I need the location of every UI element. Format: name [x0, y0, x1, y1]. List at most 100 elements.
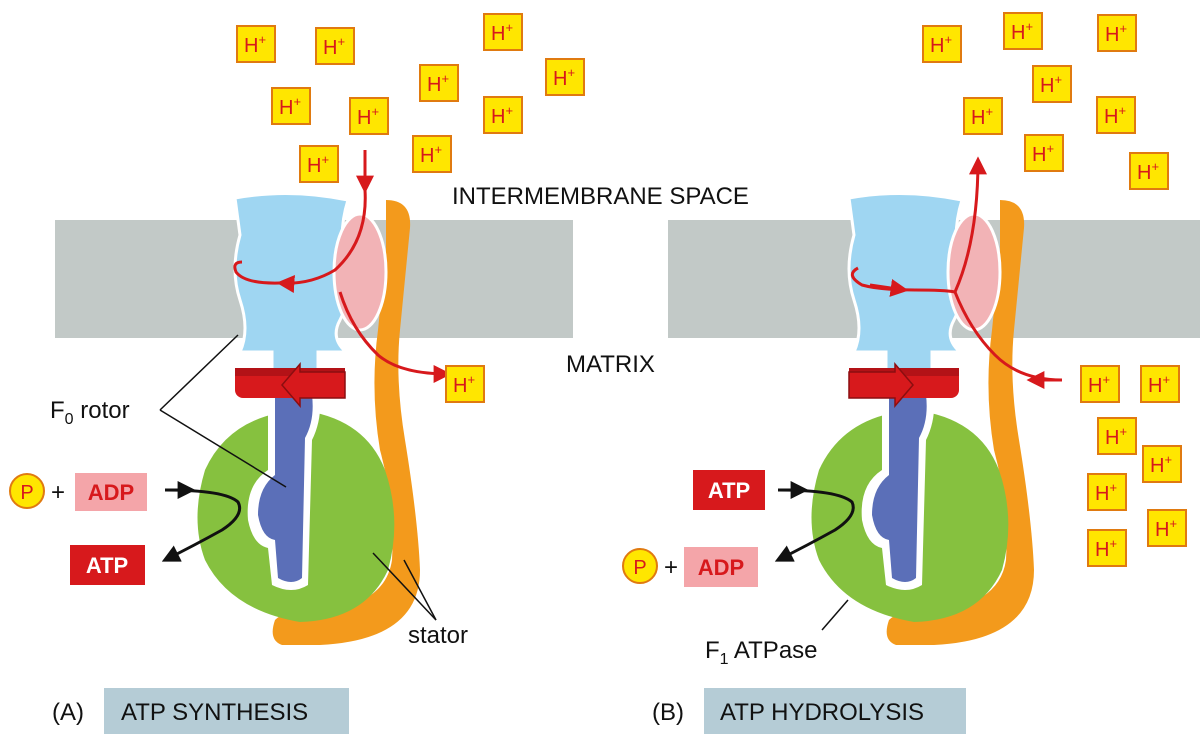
intermembrane-space-label: INTERMEMBRANE SPACE [452, 183, 749, 210]
proton-charge: + [371, 104, 379, 119]
proton-box-frame [963, 97, 1003, 135]
proton-symbol: H [279, 97, 293, 119]
proton-label: H+ [1104, 103, 1126, 128]
f0-leader-up [159, 334, 239, 411]
phosphate-b [622, 548, 658, 584]
proton-label: H+ [1095, 536, 1117, 561]
proton-box-frame [445, 365, 485, 403]
proton-symbol: H [930, 35, 944, 57]
proton-charge: + [505, 20, 513, 35]
proton-box-frame [483, 13, 523, 51]
f0-rotor-main: F [50, 397, 65, 424]
proton-charge: + [1025, 19, 1033, 34]
proton-box-frame [1003, 12, 1043, 50]
proton-box-frame [1142, 445, 1182, 483]
adp-label-a: ADP [88, 480, 134, 505]
proton-label: H+ [1011, 19, 1033, 44]
proton-label: H+ [1137, 159, 1159, 184]
proton-path-b-out [953, 156, 987, 293]
proton-charge: + [1169, 516, 1177, 531]
proton-label: H+ [279, 94, 301, 119]
reaction-b: ATP P + ADP [622, 470, 855, 587]
proton-symbol: H [357, 107, 371, 129]
proton-box-frame [419, 64, 459, 102]
proton-box: H+ [419, 64, 459, 102]
proton-symbol: H [1148, 375, 1162, 397]
proton-charge: + [1162, 372, 1170, 387]
stator-leader-2 [403, 559, 437, 621]
adp-box-a [75, 473, 147, 511]
proton-box: H+ [1147, 509, 1187, 547]
proton-charge: + [434, 142, 442, 157]
proton-box-frame [349, 97, 389, 135]
proton-charge: + [1102, 372, 1110, 387]
proton-box: H+ [1032, 65, 1072, 103]
proton-box: H+ [1140, 365, 1180, 403]
proton-box-frame [922, 25, 962, 63]
proton-symbol: H [1105, 427, 1119, 449]
proton-box: H+ [1129, 152, 1169, 190]
proton-symbol: H [1137, 162, 1151, 184]
proton-symbol: H [1150, 455, 1164, 477]
proton-symbol: H [1105, 24, 1119, 46]
proton-charge: + [1119, 21, 1127, 36]
panel-b-title: ATP HYDROLYSIS [720, 699, 924, 726]
reaction-arrow-a [161, 488, 242, 562]
proton-box-frame [1097, 14, 1137, 52]
proton-label: H+ [307, 152, 329, 177]
proton-path-a-loop [233, 260, 281, 285]
atp-label-a: ATP [86, 553, 128, 578]
proton-box-frame [236, 25, 276, 63]
proton-charge: + [337, 34, 345, 49]
proton-symbol: H [1104, 106, 1118, 128]
proton-box-frame [1129, 152, 1169, 190]
stator-leader-1 [372, 552, 437, 621]
enzyme-a [197, 191, 420, 645]
collar-band-a [235, 368, 345, 376]
proton-label: H+ [1150, 452, 1172, 477]
proton-path-a-rotor [276, 189, 367, 293]
reaction-a: P + ADP ATP [9, 473, 242, 585]
plus-b: + [664, 554, 678, 581]
proton-label: H+ [930, 32, 952, 57]
stator-label: stator [408, 622, 468, 649]
rotation-arrow-b [848, 361, 914, 409]
adp-label-b: ADP [698, 555, 744, 580]
matrix-label: MATRIX [566, 351, 655, 378]
proton-charge: + [467, 372, 475, 387]
proton-charge: + [321, 152, 329, 167]
proton-symbol: H [323, 37, 337, 59]
proton-box: H+ [1096, 96, 1136, 134]
f1-atpase-sub: 1 [720, 651, 729, 668]
panel-a-title: ATP SYNTHESIS [121, 699, 308, 726]
proton-symbol: H [553, 68, 567, 90]
proton-box: H+ [1003, 12, 1043, 50]
proton-box-frame [315, 27, 355, 65]
proton-box: H+ [1024, 134, 1064, 172]
proton-box: H+ [1142, 445, 1182, 483]
proton-label: H+ [244, 32, 266, 57]
proton-box: H+ [1087, 473, 1127, 511]
proton-charge: + [1054, 72, 1062, 87]
proton-charge: + [567, 65, 575, 80]
proton-charge: + [1119, 424, 1127, 439]
proton-box-frame [483, 96, 523, 134]
proton-label: H+ [323, 34, 345, 59]
proton-label: H+ [1105, 21, 1127, 46]
proton-symbol: H [307, 155, 321, 177]
collar-band-b [849, 368, 959, 376]
proton-charge: + [985, 104, 993, 119]
panel-a-letter: (A) [52, 699, 84, 726]
proton-symbol: H [1040, 75, 1054, 97]
proton-label: H+ [420, 142, 442, 167]
proton-charge: + [505, 103, 513, 118]
atp-box-a [70, 545, 145, 585]
proton-charge: + [441, 71, 449, 86]
proton-label: H+ [1032, 141, 1054, 166]
proton-label: H+ [553, 65, 575, 90]
proton-symbol: H [491, 106, 505, 128]
proton-charge: + [293, 94, 301, 109]
f0-leader-down [159, 409, 287, 488]
